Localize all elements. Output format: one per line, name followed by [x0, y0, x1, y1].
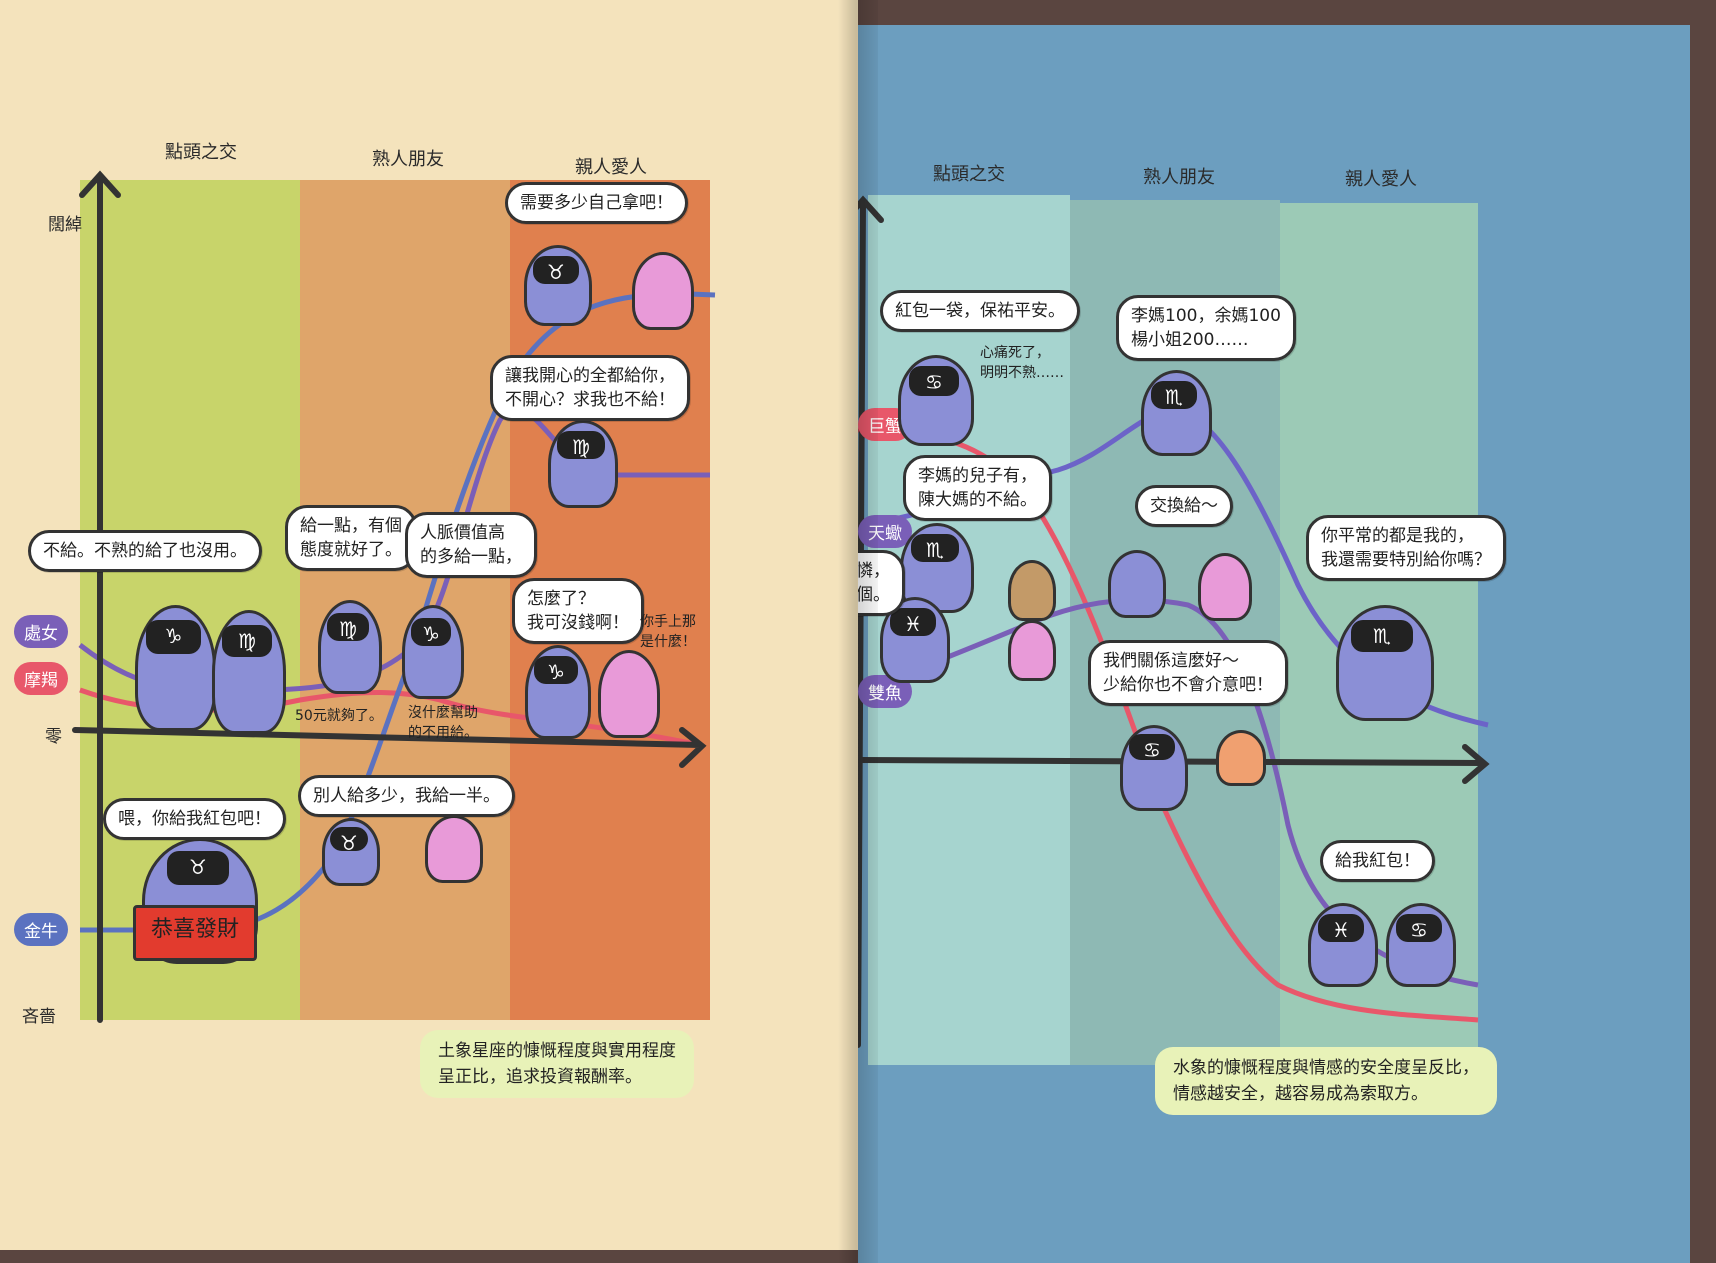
bubble-virgo-top: 讓我開心的全都給你， 不開心？求我也不給！ — [490, 355, 690, 421]
right-page: 點頭之交 熟人朋友 親人愛人 闊綽 零 吝嗇 巨蟹 天蠍 雙魚 ♋ ♏ ♏ ♓ … — [858, 25, 1690, 1263]
bubble-exchange: 交換給～ — [1135, 485, 1233, 527]
taurus-symbol-icon: ♉ — [167, 851, 229, 885]
scorpio-symbol-icon: ♏ — [911, 534, 959, 562]
bubble-li-mom: 李媽100，余媽100 楊小姐200…… — [1116, 295, 1296, 361]
cancer-mid-character: ♋ — [1120, 725, 1188, 811]
taurus-tag: 金牛 — [14, 913, 68, 946]
left-x-axis — [72, 727, 707, 768]
note-fifty: 50元就夠了。 — [295, 708, 383, 724]
y-label-stingy: 吝嗇 — [22, 1007, 56, 1027]
scorpio-tag: 天蠍 — [858, 515, 912, 548]
right-caption: 水象的慷慨程度與情感的安全度呈反比， 情感越安全，越容易成為索取方。 — [1155, 1047, 1497, 1115]
bubble-connections: 人脈價值高 的多給一點， — [405, 512, 537, 578]
taurus-symbol-icon: ♉ — [533, 256, 579, 284]
pink-top-character — [632, 252, 694, 330]
capricorn-symbol-icon: ♑ — [411, 618, 451, 646]
taurus-symbol-icon: ♉ — [330, 827, 368, 855]
column-label-acquaintance: 點頭之交 — [933, 164, 1005, 185]
scorpio-top-character: ♏ — [1141, 370, 1212, 456]
virgo-symbol-icon: ♍ — [557, 431, 605, 459]
bubble-usual: 你平常的都是我的， 我還需要特別給你嗎？ — [1306, 515, 1506, 581]
bubble-half: 別人給多少，我給一半。 — [298, 775, 515, 817]
bubble-give-little: 給一點，有個 態度就好了。 — [285, 505, 417, 571]
pisces-symbol-icon: ♓ — [1318, 914, 1364, 942]
pink-left-character — [1008, 620, 1056, 681]
note-hand: 你手上那 是什麼！ — [640, 614, 696, 650]
capricorn-mid-character: ♑ — [402, 605, 464, 699]
pisces-left-character: ♓ — [880, 597, 950, 683]
column-label-family: 親人愛人 — [575, 157, 647, 178]
column-label-friends: 熟人朋友 — [1143, 167, 1215, 188]
bubble-red-bag: 紅包一袋，保祐平安。 — [880, 290, 1080, 332]
note-heartache: 心痛死了， 明明不熟…… — [980, 345, 1064, 381]
virgo-character: ♍ — [212, 610, 286, 734]
y-label-generous: 闊綽 — [48, 215, 82, 235]
column-label-family: 親人愛人 — [1345, 169, 1417, 190]
cancer-symbol-icon: ♋ — [1129, 734, 1175, 762]
bubble-pity: 看你可憐， 給你一個。 — [858, 550, 905, 616]
capricorn-symbol-icon: ♑ — [534, 656, 578, 684]
left-page: 點頭之交 熟人朋友 親人愛人 闊綽 零 吝嗇 處女 摩羯 金牛 ♑ ♍ ♍ ♑ … — [0, 0, 858, 1250]
column-label-acquaintance: 點頭之交 — [165, 142, 237, 163]
bubble-taurus-top: 需要多少自己拿吧！ — [505, 182, 688, 224]
right-y-axis — [858, 195, 884, 1048]
virgo-tag: 處女 — [14, 615, 68, 648]
pisces-right-character: ♓ — [1308, 903, 1378, 987]
virgo-top-character: ♍ — [548, 420, 618, 508]
virgo-symbol-icon: ♍ — [327, 613, 369, 641]
capricorn-character: ♑ — [135, 605, 216, 731]
virgo-symbol-icon: ♍ — [222, 625, 272, 657]
left-caption: 土象星座的慷慨程度與實用程度 呈正比，追求投資報酬率。 — [420, 1030, 694, 1098]
scorpio-right-character: ♏ — [1336, 605, 1434, 721]
capricorn-tag: 摩羯 — [14, 662, 68, 695]
book-spine — [838, 0, 878, 1263]
scorpio-left-character: ♏ — [900, 523, 974, 613]
virgo-mid-character: ♍ — [318, 600, 382, 694]
pisces-tag: 雙魚 — [858, 675, 912, 708]
pisces-symbol-icon: ♓ — [890, 608, 936, 636]
bubble-how: 怎麼了？ 我可沒錢啊！ — [512, 578, 644, 644]
note-useless: 沒什麼幫助 的不用給。 — [408, 705, 478, 741]
y-label-zero: 零 — [45, 727, 62, 747]
cancer-right-character: ♋ — [1386, 903, 1456, 987]
bubble-relation: 我們關係這麼好～ 少給你也不會介意吧！ — [1088, 640, 1288, 706]
blessing-scroll: 恭喜發財 — [133, 905, 257, 961]
cancer-symbol-icon: ♋ — [1396, 914, 1442, 942]
column-label-friends: 熟人朋友 — [372, 149, 444, 170]
cancer-top-character: ♋ — [898, 355, 974, 446]
taurus-top-character: ♉ — [524, 245, 592, 326]
bubble-give-me: 給我紅包！ — [1320, 840, 1435, 882]
scorpio-symbol-icon: ♏ — [1151, 381, 1197, 409]
pink-mid-character — [1198, 553, 1252, 621]
scorpio-symbol-icon: ♏ — [1351, 620, 1413, 652]
scorpio-mid-character — [1108, 550, 1166, 618]
capricorn-symbol-icon: ♑ — [146, 620, 201, 654]
pink-bottom-character — [598, 650, 660, 738]
left-y-axis — [79, 170, 121, 1023]
bubble-not-give: 不給。不熟的給了也沒用。 — [28, 530, 262, 572]
pink-mid-character — [425, 815, 483, 883]
brown-character — [1008, 560, 1056, 621]
bubble-li-son: 李媽的兒子有， 陳大媽的不給。 — [903, 455, 1052, 521]
capricorn-bag-character: ♑ — [525, 645, 591, 739]
taurus-mid-character: ♉ — [322, 818, 380, 886]
bubble-hey: 喂，你給我紅包吧！ — [103, 798, 286, 840]
orange-character — [1216, 730, 1266, 786]
cancer-symbol-icon: ♋ — [909, 366, 959, 396]
